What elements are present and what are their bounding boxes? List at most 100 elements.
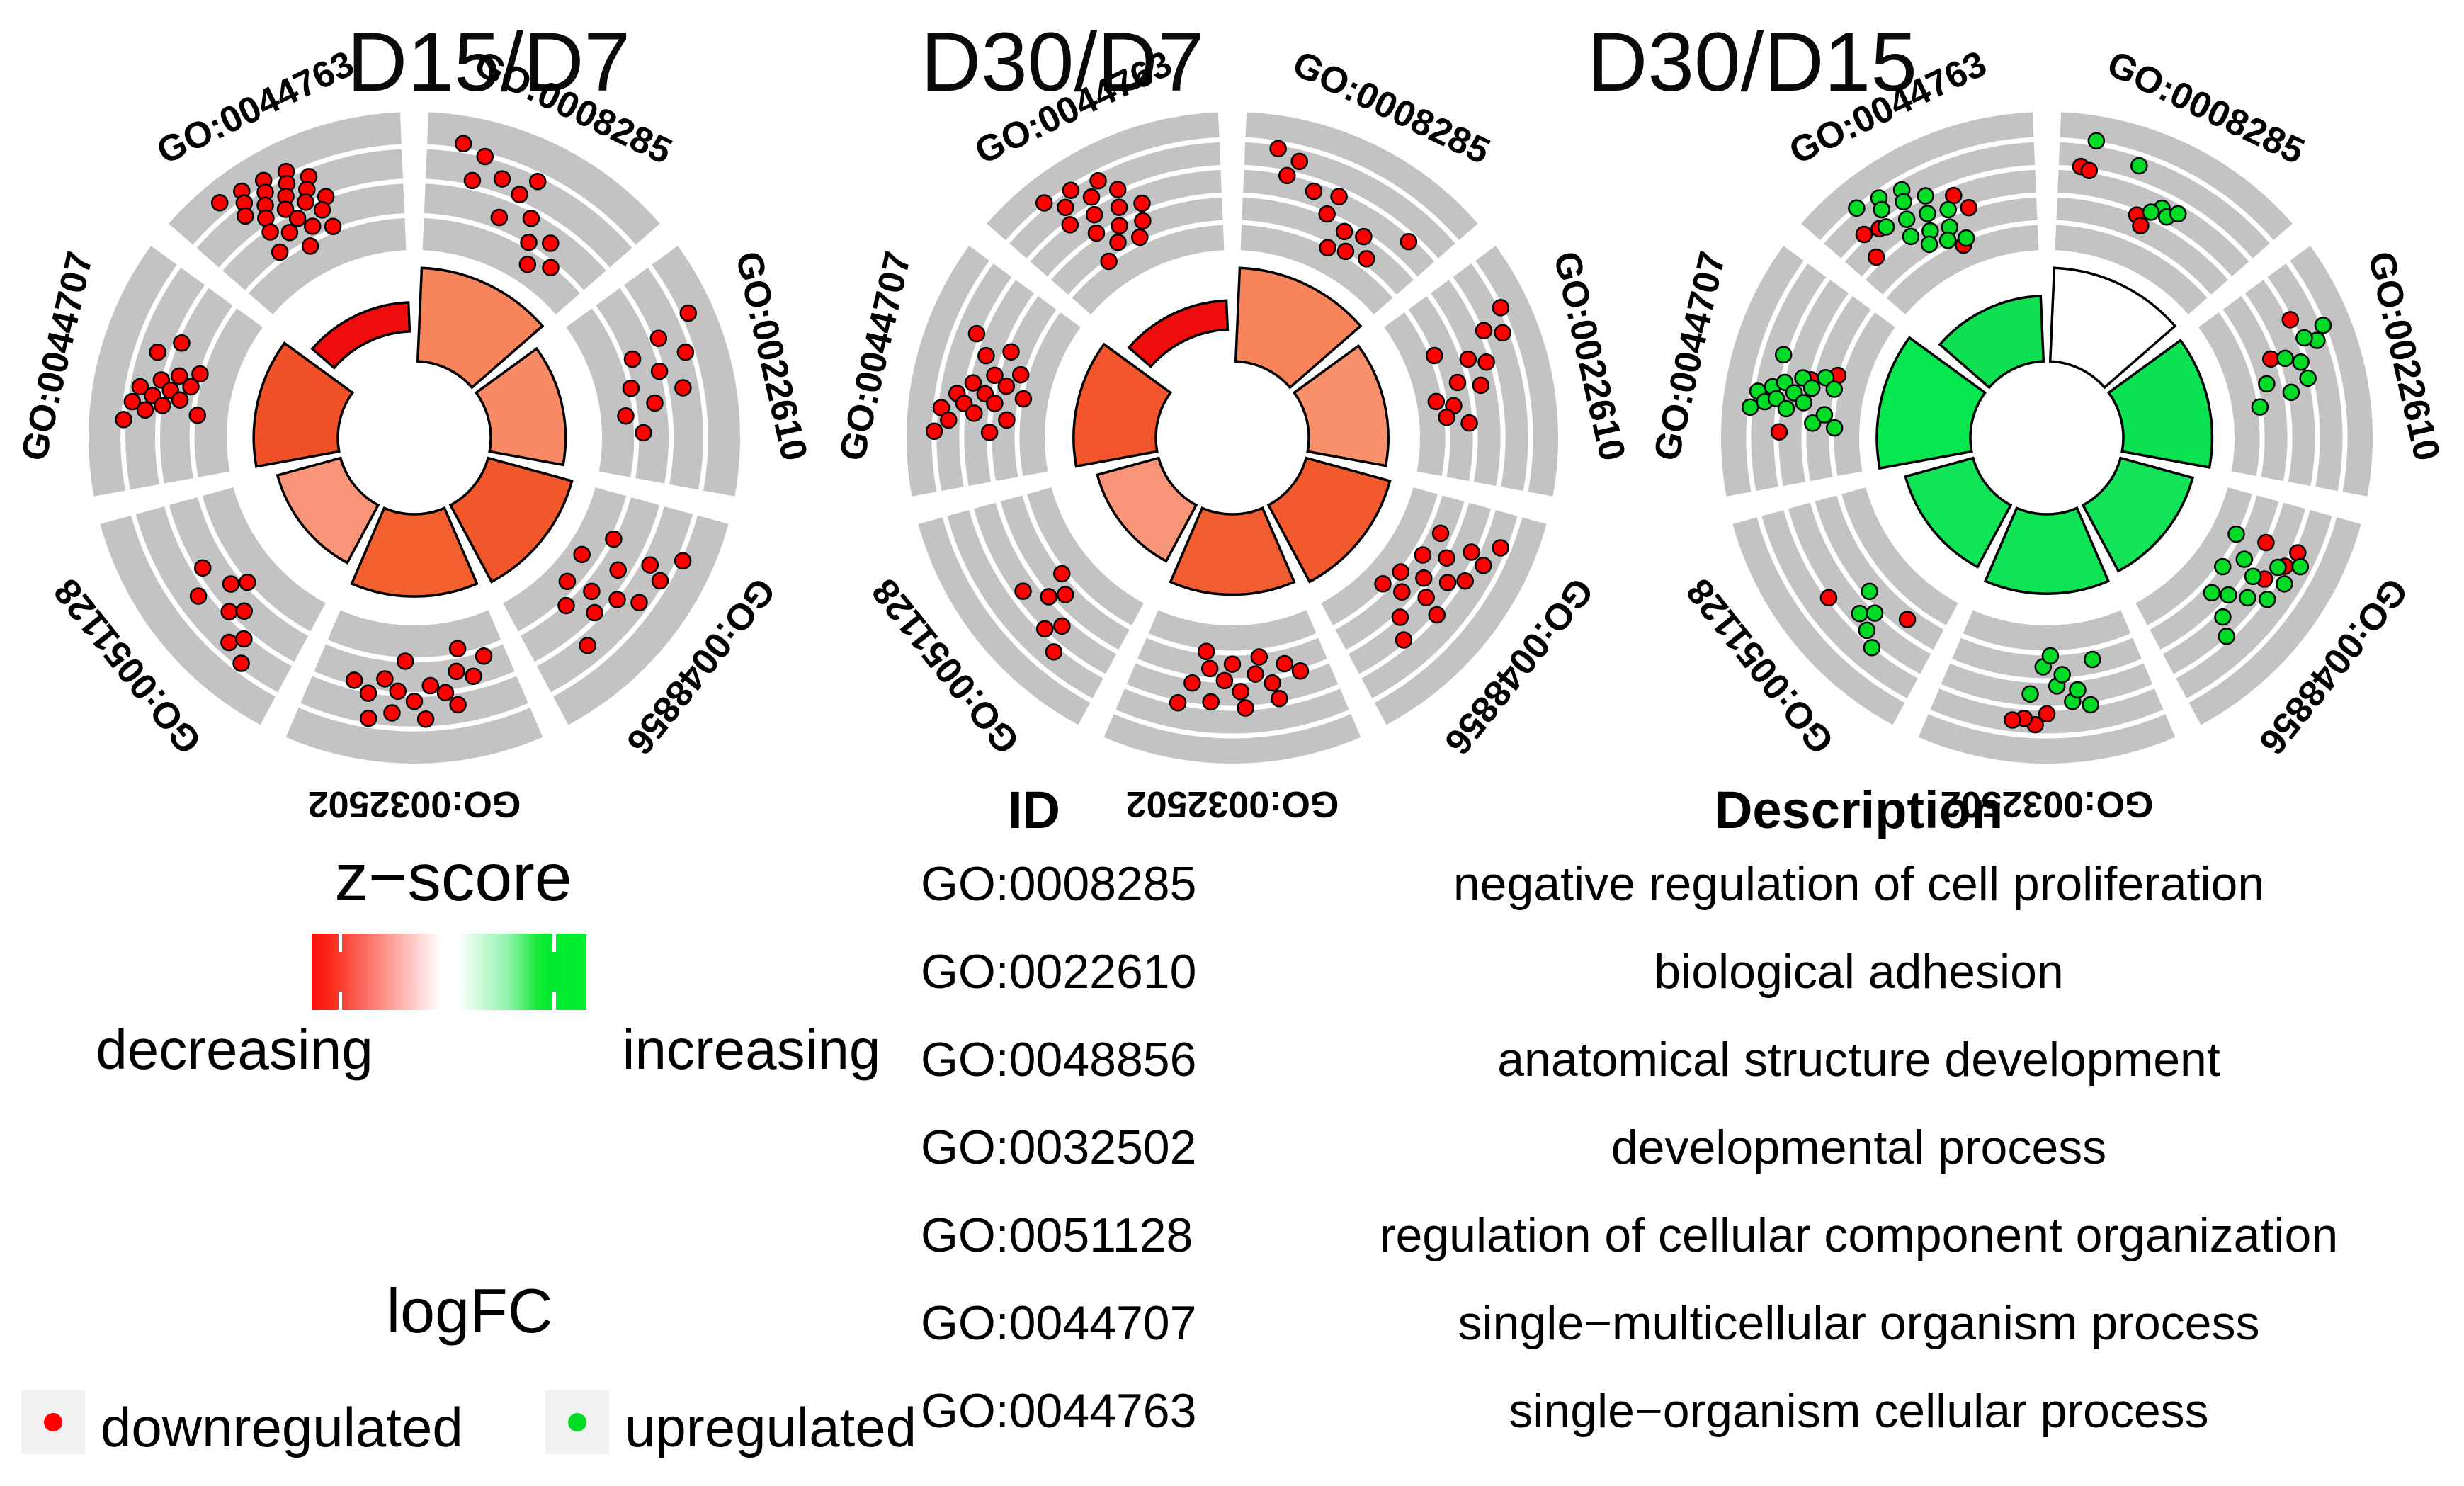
gridline-arc — [1146, 633, 1319, 656]
zscore-ring-segment — [1266, 456, 1392, 584]
zscore-ring-segment — [350, 506, 479, 598]
downregulated-gene-dot — [313, 201, 331, 219]
downregulated-gene-dot — [1463, 543, 1480, 561]
gridline-arc — [1014, 309, 1061, 477]
downregulated-gene-dot — [154, 397, 171, 414]
downregulated-gene-dot — [1428, 606, 1446, 624]
downregulated-gene-dot — [1460, 414, 1478, 432]
upregulated-gene-dot — [2269, 558, 2287, 577]
sector-band — [100, 487, 326, 725]
downregulated-gene-dot — [123, 392, 141, 411]
go-sector-label: GO:0032502 — [1941, 783, 2154, 824]
zscore-ring-segment — [1875, 336, 1987, 470]
downregulated-gene-dot — [276, 200, 295, 218]
zscore-ring-segment — [1938, 294, 2045, 390]
downregulated-gene-dot — [1278, 166, 1296, 185]
downregulated-gene-dot — [2262, 350, 2280, 368]
upregulated-gene-dot — [1938, 232, 1957, 249]
table-header-row: ID Description — [921, 779, 2464, 840]
downregulated-gene-dot — [383, 704, 401, 722]
upregulated-gene-dot — [2218, 628, 2235, 645]
gridline-arc — [1346, 501, 1470, 654]
upregulated-gene-dot — [2276, 349, 2294, 368]
go-sector-label: GO:0044707 — [831, 248, 919, 465]
downregulated-gene-dot — [1014, 390, 1033, 408]
gridline-arc — [1358, 509, 1496, 679]
downregulated-gene-dot — [1002, 343, 1020, 361]
gridline-arc — [2056, 220, 2211, 298]
downregulated-gene-dot — [449, 696, 467, 714]
downregulated-gene-dot — [280, 223, 299, 242]
gridline-arc — [647, 264, 708, 491]
downregulated-gene-dot — [1395, 631, 1413, 649]
zscore-ring-segment — [1072, 342, 1173, 468]
upregulated-gene-dot — [1919, 205, 1936, 222]
downregulated-gene-dot — [288, 210, 307, 227]
downregulated-gene-dot — [271, 243, 289, 261]
downregulated-gene-dot — [997, 377, 1016, 395]
downregulated-gene-dot — [1183, 674, 1201, 692]
downregulated-gene-dot — [1291, 662, 1310, 680]
downregulated-gene-dot — [1290, 152, 1308, 171]
gridline-arc — [2241, 293, 2293, 482]
downregulated-gene-dot — [1319, 239, 1336, 257]
downregulated-gene-dot — [1427, 392, 1446, 411]
upregulated-gene-dot — [1825, 380, 1844, 398]
downregulated-gene-dot — [1035, 620, 1054, 638]
downregulated-gene-dot — [1391, 608, 1409, 626]
downregulated-gene-dot — [964, 374, 982, 392]
upregulated-gene-dot — [1861, 582, 1878, 601]
table-row: GO:0022610 biological adhesion — [921, 928, 2464, 1016]
upregulated-gene-dot — [1863, 639, 1881, 657]
downregulated-gene-dot — [676, 344, 695, 361]
downregulated-gene-dot — [630, 594, 648, 612]
downregulated-gene-dot — [511, 186, 528, 203]
gridline-arc — [424, 213, 584, 294]
go-description-cell: biological adhesion — [1654, 945, 2064, 999]
go-sector-label: GO:0022610 — [2360, 248, 2447, 465]
gridline-arc — [198, 496, 311, 636]
downregulated-gene-dot — [518, 256, 537, 273]
downregulated-gene-dot — [1085, 205, 1103, 224]
gridline-arc — [120, 264, 181, 491]
downregulated-gene-dot — [261, 223, 279, 241]
gridline-arc — [1242, 192, 1418, 280]
go-description-cell: regulation of cellular component organiz… — [1379, 1208, 2339, 1262]
downregulated-gene-dot — [586, 603, 603, 622]
sector-band — [987, 112, 1225, 314]
downregulated-gene-dot — [1056, 586, 1074, 603]
downregulated-gene-dot — [389, 682, 407, 701]
logfc-key-downregulated — [21, 1390, 85, 1454]
downregulated-gene-dot — [2132, 217, 2150, 234]
downregulated-gene-dot — [1374, 575, 1392, 593]
downregulated-gene-dot — [542, 234, 560, 252]
downregulated-gene-dot — [235, 630, 253, 648]
downregulated-gene-dot — [232, 654, 250, 672]
downregulated-gene-dot — [2038, 705, 2056, 723]
gradient-tick — [552, 992, 556, 1010]
go-term-table: ID Description GO:0008285 negative regul… — [921, 779, 2464, 1455]
zscore-ring-segment — [1169, 506, 1296, 596]
gridline-arc — [1125, 684, 1340, 711]
zscore-gradient-bar — [312, 934, 586, 1010]
gridline-arc — [1746, 261, 1808, 492]
downregulated-gene-dot — [301, 237, 319, 255]
downregulated-gene-dot — [396, 652, 414, 670]
downregulated-gene-dot — [405, 693, 424, 710]
gridline-arc — [298, 703, 530, 732]
downregulated-gene-dot — [925, 422, 943, 441]
chart-title-d30-d15: D30/D15 — [1587, 16, 1917, 109]
downregulated-gene-dot — [1100, 252, 1118, 271]
downregulated-gene-dot — [1232, 683, 1249, 701]
sector-band — [2198, 246, 2373, 497]
zscore-ring-segment — [1127, 299, 1230, 369]
go-sector-label: GO:0044707 — [13, 248, 101, 465]
downregulated-gene-dot — [1169, 693, 1187, 712]
downregulated-gene-dot — [2289, 544, 2307, 562]
go-description-cell: developmental process — [1611, 1121, 2107, 1174]
downregulated-gene-dot — [1053, 565, 1071, 583]
downregulated-gene-dot — [1393, 583, 1411, 601]
gridline-arc — [425, 178, 610, 271]
gridline-arc — [1372, 516, 1523, 703]
